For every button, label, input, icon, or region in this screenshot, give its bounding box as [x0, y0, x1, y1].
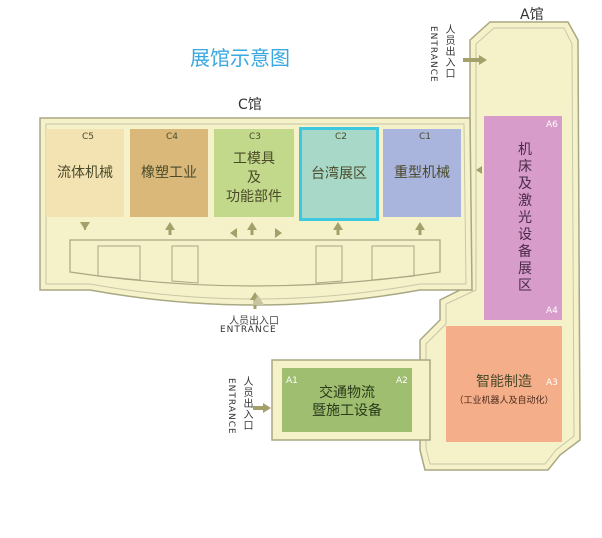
zone-a3-subname: （工业机器人及自动化）	[454, 395, 554, 406]
zone-a1-a2-name: 交通物流 暨施工设备	[312, 385, 382, 419]
zone-c4-code: C4	[166, 132, 179, 142]
zone-a3[interactable]: A3 智能制造 （工业机器人及自动化）	[446, 326, 562, 442]
zone-a2-code: A2	[396, 376, 408, 386]
zone-c1-code: C1	[419, 132, 432, 142]
hall-a-label: A馆	[520, 7, 544, 23]
zone-c2-name: 台湾展区	[311, 166, 367, 182]
hall-a-top-entrance-cn: 人员出入口	[443, 24, 454, 79]
zone-a1-code: A1	[286, 376, 298, 386]
zone-c5-code: C5	[82, 132, 95, 142]
zone-c2[interactable]: C2 台湾展区	[299, 127, 379, 221]
zone-a6-name: 机 床 及 激 光 设 备 展 区	[518, 141, 532, 294]
zone-c3-name: 工模具 及 功能部件	[226, 150, 282, 205]
hall-c-entrance-en: ENTRANCE	[220, 325, 277, 335]
zone-c5-name: 流体机械	[57, 165, 113, 181]
zone-c3-code: C3	[249, 132, 262, 142]
zone-a3-code: A3	[546, 378, 558, 388]
hall-a-left-entrance-cn: 人员出入口	[241, 376, 252, 431]
zone-c2-code: C2	[335, 132, 348, 142]
zone-c1[interactable]: C1 重型机械	[383, 129, 461, 217]
hall-c-entrance-cn: 人员出入口	[229, 316, 279, 327]
zone-a4-code: A4	[546, 306, 558, 316]
zone-a6[interactable]: A6 机 床 及 激 光 设 备 展 区 A4	[484, 116, 562, 320]
zone-a1-a2[interactable]: A1 A2 交通物流 暨施工设备	[282, 368, 412, 432]
map-title: 展馆示意图	[190, 46, 290, 70]
hall-c-label: C馆	[238, 97, 262, 113]
zone-c4-name: 橡塑工业	[141, 165, 197, 181]
zone-c5[interactable]: C5 流体机械	[46, 129, 124, 217]
zone-a6-code: A6	[546, 120, 558, 130]
zone-a3-name: 智能制造	[476, 373, 532, 390]
zone-c3[interactable]: C3 工模具 及 功能部件	[214, 129, 294, 217]
hall-a-top-entrance-en: ENTRANCE	[428, 26, 438, 83]
zone-c1-name: 重型机械	[394, 165, 450, 181]
hall-a-left-entrance-en: ENTRANCE	[226, 378, 236, 435]
zone-c4[interactable]: C4 橡塑工业	[130, 129, 208, 217]
